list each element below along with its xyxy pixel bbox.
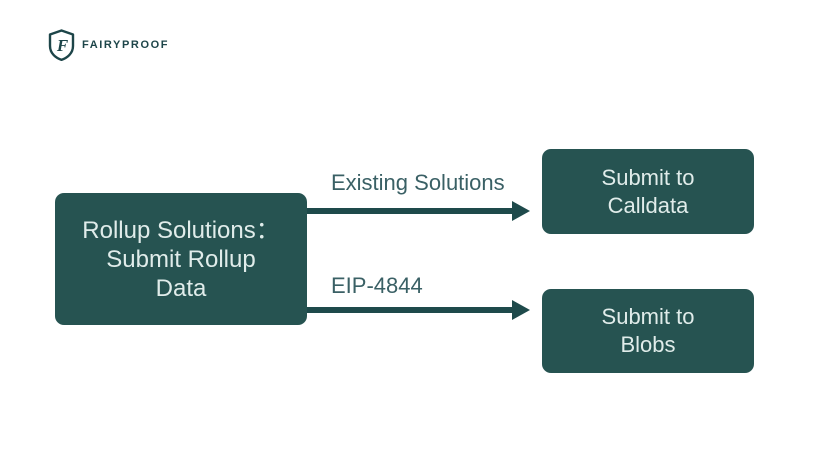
arrow-existing-solutions [307, 201, 530, 221]
node-rollup-solutions: Rollup Solutions： Submit Rollup Data [55, 193, 307, 325]
node-text-line: Calldata [607, 192, 689, 218]
edge-label-eip-4844: EIP-4844 [331, 273, 423, 298]
node-text-line: Submit to [601, 304, 695, 329]
node-text-line: Rollup Solutions： [82, 216, 280, 244]
arrow-eip-4844 [307, 300, 530, 320]
brand-name: FAIRYPROOF [82, 39, 170, 51]
node-submit-to-blobs: Submit to Blobs [542, 289, 754, 373]
node-text-line: Blobs [620, 332, 676, 357]
node-submit-to-calldata: Submit to Calldata [542, 149, 754, 234]
node-text-line: Submit Rollup [106, 245, 256, 273]
edge-label-existing-solutions: Existing Solutions [331, 170, 505, 195]
node-text-line: Submit to [601, 164, 695, 190]
node-text-line: Data [155, 274, 207, 302]
fairyproof-logo: F FAIRYPROOF [48, 29, 169, 61]
fairyproof-shield-icon: F [48, 29, 75, 61]
svg-text:F: F [56, 36, 69, 55]
